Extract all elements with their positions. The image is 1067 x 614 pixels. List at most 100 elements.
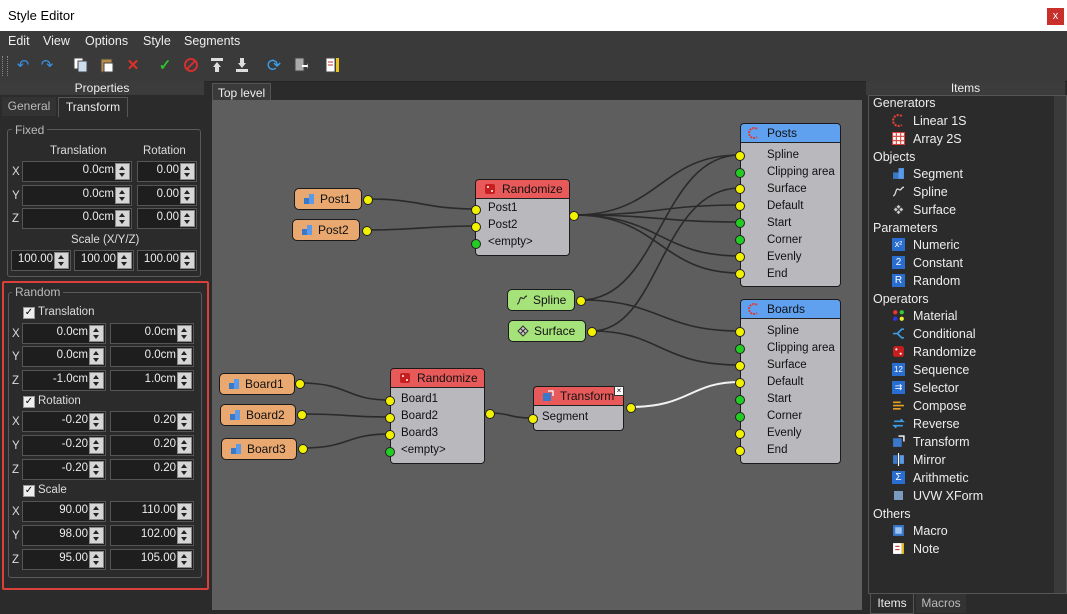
input-port[interactable] xyxy=(735,168,745,178)
port-label: Corner xyxy=(767,410,802,422)
output-port[interactable] xyxy=(485,409,495,419)
input-port[interactable] xyxy=(735,344,745,354)
post1-output-port[interactable] xyxy=(363,195,373,205)
input-port[interactable] xyxy=(471,222,481,232)
item-randomize[interactable]: Randomize xyxy=(913,345,976,359)
input-port[interactable] xyxy=(735,235,745,245)
input-port[interactable] xyxy=(735,252,745,262)
surface-node[interactable]: Surface xyxy=(508,320,586,342)
port-label: Corner xyxy=(767,234,802,246)
randomize-node-posts[interactable]: Randomize Post1 Post2 <empty> xyxy=(475,179,570,256)
item-linear-1s[interactable]: Linear 1S xyxy=(913,114,967,128)
posts-node[interactable]: Posts Spline Clipping area Surface Defau… xyxy=(740,123,841,287)
input-port[interactable] xyxy=(385,430,395,440)
item-spline[interactable]: Spline xyxy=(913,185,948,199)
category-operators[interactable]: Operators xyxy=(873,292,929,306)
board3-output-port[interactable] xyxy=(298,444,308,454)
port-label: End xyxy=(767,444,787,456)
surface-icon xyxy=(517,325,529,337)
compose-icon xyxy=(892,399,905,412)
input-port[interactable] xyxy=(735,378,745,388)
port-label: Default xyxy=(767,200,803,212)
category-objects[interactable]: Objects xyxy=(873,150,915,164)
post2-node[interactable]: Post2 xyxy=(292,219,360,241)
item-constant[interactable]: Constant xyxy=(913,256,963,270)
spline-icon xyxy=(516,294,528,306)
input-port[interactable] xyxy=(735,151,745,161)
numeric-icon: x² xyxy=(892,238,905,251)
category-parameters[interactable]: Parameters xyxy=(873,221,938,235)
input-port[interactable] xyxy=(735,218,745,228)
item-compose[interactable]: Compose xyxy=(913,399,967,413)
random-icon: R xyxy=(892,274,905,287)
surface-icon xyxy=(892,203,905,216)
item-reverse[interactable]: Reverse xyxy=(913,417,960,431)
port-label: Start xyxy=(767,393,791,405)
port-label: Clipping area xyxy=(767,342,835,354)
port-label: Start xyxy=(767,217,791,229)
uvw-xform-icon xyxy=(894,491,903,500)
segment-icon xyxy=(892,167,905,180)
input-port[interactable] xyxy=(735,429,745,439)
node-close-icon[interactable]: × xyxy=(614,386,624,396)
category-others[interactable]: Others xyxy=(873,507,911,521)
board1-node[interactable]: Board1 xyxy=(219,373,295,395)
scrollbar[interactable] xyxy=(1054,96,1066,593)
item-transform[interactable]: Transform xyxy=(913,435,970,449)
input-port[interactable] xyxy=(528,414,538,424)
category-generators[interactable]: Generators xyxy=(873,96,936,110)
input-port[interactable] xyxy=(735,184,745,194)
boards-node[interactable]: Boards Spline Clipping area Surface Defa… xyxy=(740,299,841,464)
spline-node[interactable]: Spline xyxy=(507,289,575,311)
mirror-icon xyxy=(892,453,905,466)
port-label: Post1 xyxy=(488,202,517,214)
item-surface[interactable]: Surface xyxy=(913,203,956,217)
output-port[interactable] xyxy=(626,403,636,413)
board3-node[interactable]: Board3 xyxy=(221,438,297,460)
item-array-2s[interactable]: Array 2S xyxy=(913,132,962,146)
item-sequence[interactable]: Sequence xyxy=(913,363,969,377)
item-random[interactable]: Random xyxy=(913,274,960,288)
item-mirror[interactable]: Mirror xyxy=(913,453,946,467)
board2-output-port[interactable] xyxy=(297,410,307,420)
item-macro[interactable]: Macro xyxy=(913,524,948,538)
input-port[interactable] xyxy=(471,205,481,215)
item-material[interactable]: Material xyxy=(913,309,957,323)
conditional-icon xyxy=(892,327,905,340)
node-title: Randomize xyxy=(417,369,478,387)
constant-icon: 2 xyxy=(892,256,905,269)
randomize-node-boards[interactable]: Randomize Board1 Board2 Board3 <empty> xyxy=(390,368,485,464)
node-title: Posts xyxy=(767,124,797,142)
tab-macros[interactable]: Macros xyxy=(916,594,966,613)
input-port[interactable] xyxy=(471,239,481,249)
post2-output-port[interactable] xyxy=(362,226,372,236)
input-port[interactable] xyxy=(735,201,745,211)
item-numeric[interactable]: Numeric xyxy=(913,238,960,252)
input-port[interactable] xyxy=(735,327,745,337)
spline-output-port[interactable] xyxy=(576,296,586,306)
input-port[interactable] xyxy=(735,269,745,279)
input-port[interactable] xyxy=(735,446,745,456)
item-uvw-xform[interactable]: UVW XForm xyxy=(913,489,983,503)
board1-output-port[interactable] xyxy=(295,379,305,389)
item-selector[interactable]: Selector xyxy=(913,381,959,395)
post1-node[interactable]: Post1 xyxy=(294,188,362,210)
input-port[interactable] xyxy=(385,413,395,423)
linear-icon xyxy=(748,303,760,315)
input-port[interactable] xyxy=(385,396,395,406)
input-port[interactable] xyxy=(735,395,745,405)
input-port[interactable] xyxy=(735,412,745,422)
tab-items[interactable]: Items xyxy=(870,594,914,614)
item-note[interactable]: Note xyxy=(913,542,939,556)
input-port[interactable] xyxy=(385,447,395,457)
port-label: Spline xyxy=(767,149,799,161)
board2-node[interactable]: Board2 xyxy=(220,404,296,426)
transform-node[interactable]: Transform Segment xyxy=(533,386,624,431)
item-segment[interactable]: Segment xyxy=(913,167,963,181)
output-port[interactable] xyxy=(569,211,579,221)
input-port[interactable] xyxy=(735,361,745,371)
port-label: Board1 xyxy=(401,393,438,405)
item-conditional[interactable]: Conditional xyxy=(913,327,976,341)
surface-output-port[interactable] xyxy=(587,327,597,337)
item-arithmetic[interactable]: Arithmetic xyxy=(913,471,969,485)
